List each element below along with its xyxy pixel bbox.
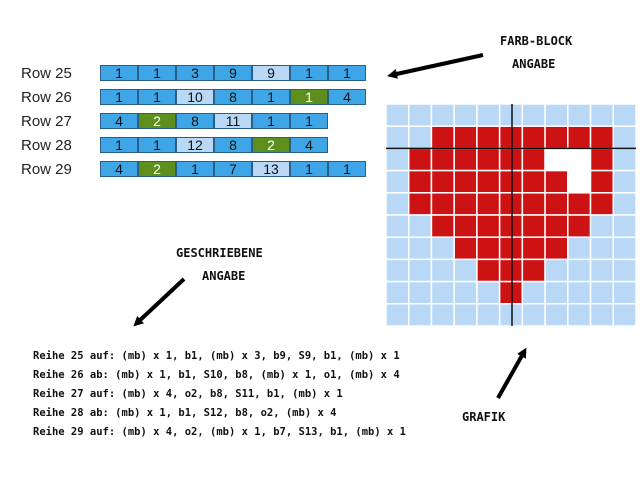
color-block-cell: 1 xyxy=(100,137,138,153)
instruction-line: Reihe 29 auf: (mb) x 4, o2, (mb) x 1, b7… xyxy=(33,426,406,438)
color-block-cell: 1 xyxy=(290,113,328,129)
color-block-cell: 1 xyxy=(328,161,366,177)
color-block-cell: 1 xyxy=(328,65,366,81)
heart-grid-graphic xyxy=(386,104,636,326)
instruction-line: Reihe 25 auf: (mb) x 1, b1, (mb) x 3, b9… xyxy=(33,350,400,362)
color-block-cell: 9 xyxy=(252,65,290,81)
arrow-to-written-instructions xyxy=(133,277,186,327)
row-label: Row 26 xyxy=(21,88,72,106)
color-block-cell: 1 xyxy=(290,161,328,177)
color-block-cell: 9 xyxy=(214,65,252,81)
row-label: Row 27 xyxy=(21,112,72,130)
color-block-cell: 4 xyxy=(290,137,328,153)
color-block-cell: 3 xyxy=(176,65,214,81)
color-block-cell: 4 xyxy=(100,113,138,129)
color-block-cell: 1 xyxy=(138,89,176,105)
color-block-cell: 2 xyxy=(138,113,176,129)
color-block-cell: 11 xyxy=(214,113,252,129)
arrow-to-grid-graphic xyxy=(496,347,527,399)
color-block-cell: 8 xyxy=(214,89,252,105)
color-block-cell: 2 xyxy=(252,137,290,153)
written-instructions: Reihe 25 auf: (mb) x 1, b1, (mb) x 3, b9… xyxy=(33,350,406,445)
row-label: Row 29 xyxy=(21,160,72,178)
instruction-line: Reihe 26 ab: (mb) x 1, b1, S10, b8, (mb)… xyxy=(33,369,400,381)
color-block-cell: 2 xyxy=(138,161,176,177)
color-block-cell: 10 xyxy=(176,89,214,105)
color-block-cell: 7 xyxy=(214,161,252,177)
farb-block-label: FARB-BLOCK ANGABE xyxy=(500,34,573,72)
row-label: Row 28 xyxy=(21,136,72,154)
color-block-cell: 1 xyxy=(252,113,290,129)
geschriebene-label-line1: GESCHRIEBENE xyxy=(176,246,263,260)
color-block-cell: 13 xyxy=(252,161,290,177)
color-block-cell: 8 xyxy=(176,113,214,129)
color-block-cell: 1 xyxy=(138,137,176,153)
geschriebene-label-line2: ANGABE xyxy=(202,269,246,284)
color-block-cell: 1 xyxy=(290,89,328,105)
color-block-cell: 1 xyxy=(290,65,328,81)
color-block-cell: 1 xyxy=(100,89,138,105)
color-block-cell: 1 xyxy=(100,65,138,81)
color-block-cell: 4 xyxy=(328,89,366,105)
color-block-cell: 8 xyxy=(214,137,252,153)
instruction-line: Reihe 28 ab: (mb) x 1, b1, S12, b8, o2, … xyxy=(33,407,337,419)
farb-block-label-line2: ANGABE xyxy=(512,57,556,72)
grafik-label: GRAFIK xyxy=(462,410,506,424)
instruction-line: Reihe 27 auf: (mb) x 4, o2, b8, S11, b1,… xyxy=(33,388,343,400)
color-block-cell: 1 xyxy=(138,65,176,81)
color-block-cell: 12 xyxy=(176,137,214,153)
color-block-cell: 1 xyxy=(252,89,290,105)
geschriebene-label: GESCHRIEBENE ANGABE xyxy=(176,246,263,284)
farb-block-label-line1: FARB-BLOCK xyxy=(500,34,573,48)
color-block-cell: 4 xyxy=(100,161,138,177)
arrow-to-color-blocks xyxy=(387,53,484,79)
row-label: Row 25 xyxy=(21,64,72,82)
color-block-cell: 1 xyxy=(176,161,214,177)
